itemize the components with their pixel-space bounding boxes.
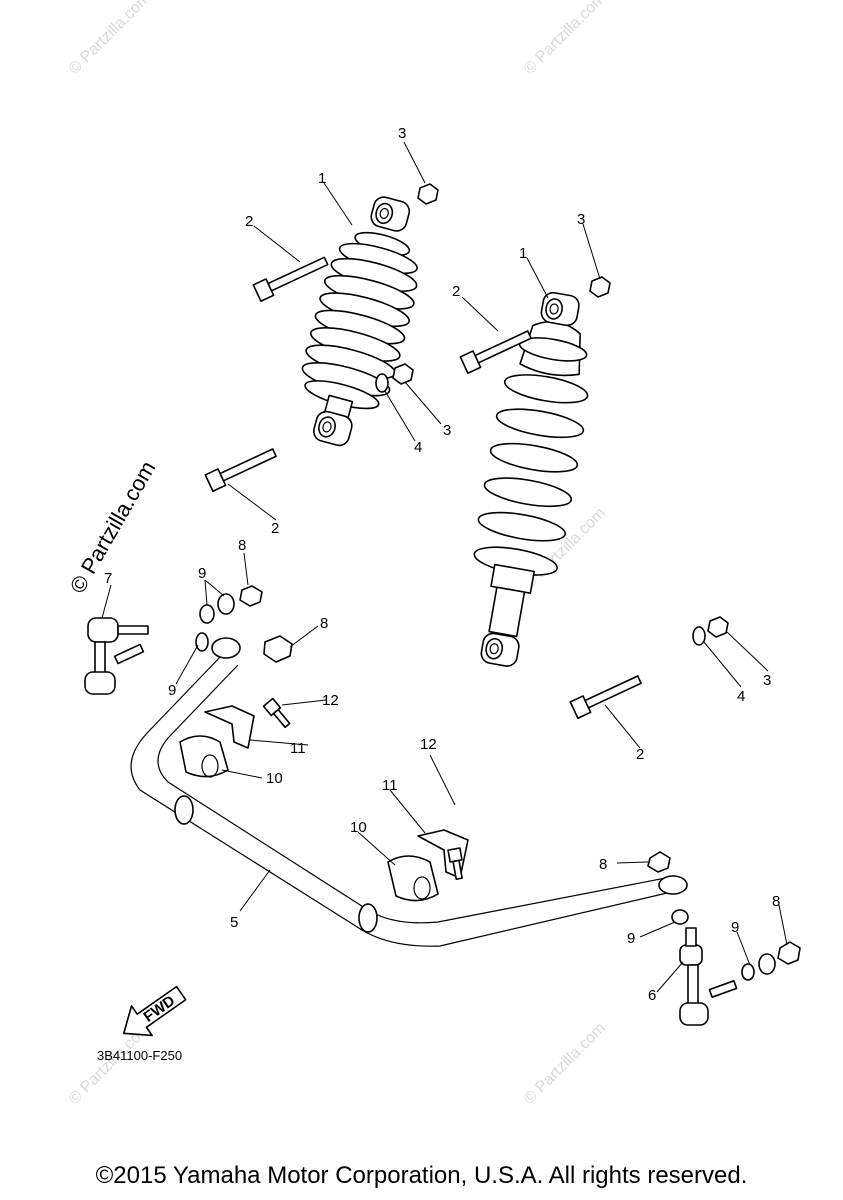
- spring-coils: [301, 231, 418, 410]
- callout-10: 10: [350, 819, 367, 836]
- figure-code: 3B41100-F250: [97, 1048, 183, 1063]
- callout-9: 9: [627, 930, 635, 947]
- callout-10: 10: [266, 770, 283, 787]
- callout-4: 4: [414, 439, 422, 456]
- callout-2: 2: [245, 213, 253, 230]
- callout-8: 8: [772, 893, 780, 910]
- callout-2: 2: [271, 520, 279, 537]
- nuts-and-washers: [375, 183, 729, 646]
- callout-5: 5: [230, 914, 238, 931]
- callout-9: 9: [198, 565, 206, 582]
- leader-lines: [101, 141, 788, 993]
- watermark-faint: © Partzilla.com: [521, 0, 609, 78]
- bushings-and-brackets: [179, 697, 469, 902]
- callout-9: 9: [168, 682, 176, 699]
- callout-11: 11: [290, 740, 306, 757]
- callout-8: 8: [599, 856, 607, 873]
- shock-absorber-right: [473, 291, 589, 667]
- callout-3: 3: [763, 672, 771, 689]
- bolts: [204, 256, 642, 720]
- callout-numbers: 1 3 2 1 3 2 3 4 2 8 7 9 8 9 12 11 10 3 4…: [104, 125, 780, 1004]
- callout-11: 11: [382, 777, 398, 794]
- watermark-faint: © Partzilla.com: [521, 1020, 609, 1108]
- stabilizer-bar: [130, 637, 688, 947]
- callout-3: 3: [398, 125, 406, 142]
- callout-3: 3: [443, 422, 451, 439]
- callout-12: 12: [322, 692, 339, 709]
- watermark-faint: © Partzilla.com: [66, 0, 154, 78]
- callout-12: 12: [420, 736, 437, 753]
- callout-1: 1: [318, 170, 326, 187]
- callout-4: 4: [737, 688, 745, 705]
- callout-7: 7: [104, 570, 112, 587]
- callout-9: 9: [731, 919, 739, 936]
- end-links: [84, 585, 801, 1026]
- callout-2: 2: [452, 283, 460, 300]
- callout-2: 2: [636, 746, 644, 763]
- callout-8: 8: [320, 615, 328, 632]
- callout-8: 8: [238, 537, 246, 554]
- watermark-main: © Partzilla.com: [65, 457, 161, 598]
- callout-6: 6: [648, 987, 656, 1004]
- callout-1: 1: [519, 245, 527, 262]
- callout-3: 3: [577, 211, 585, 228]
- copyright-text: ©2015 Yamaha Motor Corporation, U.S.A. A…: [95, 1162, 748, 1189]
- shock-absorber-left: [301, 196, 418, 447]
